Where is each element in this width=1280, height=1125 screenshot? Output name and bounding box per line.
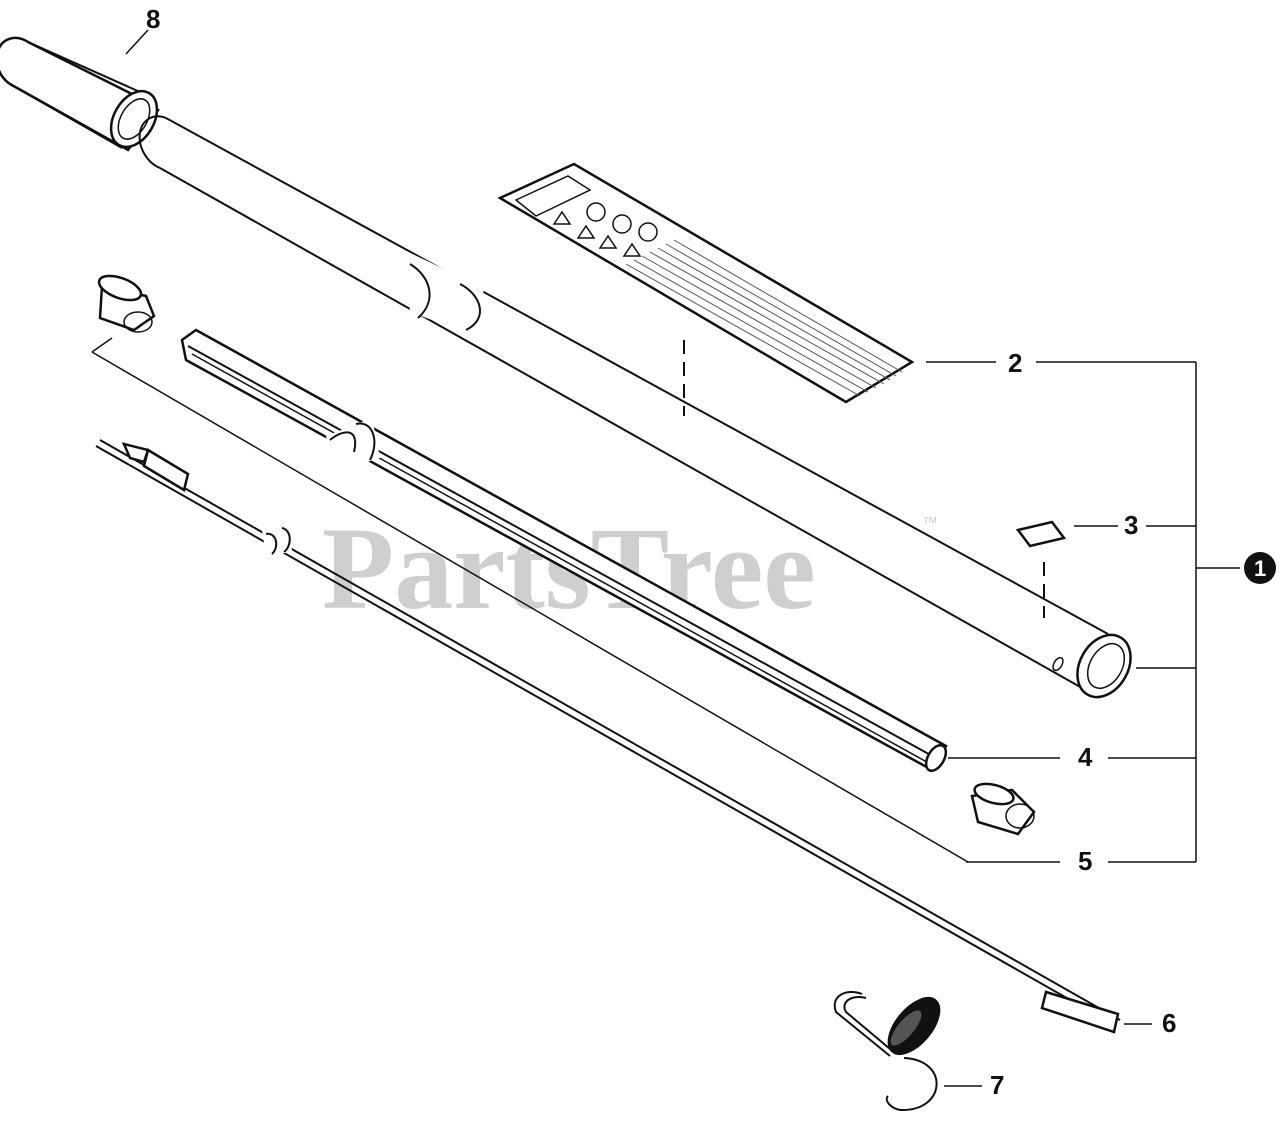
callout-4: 4 [1078, 742, 1093, 772]
watermark-trademark: ™ [922, 515, 938, 532]
part-6-drive-shaft [95, 439, 1121, 1034]
part-7-hanger-hook [833, 991, 941, 1112]
watermark: PartsTree ™ [322, 503, 938, 634]
leader-8 [125, 29, 149, 55]
callout-3: 3 [1124, 510, 1138, 540]
leader-5-top [91, 337, 113, 353]
callout-7: 7 [990, 1070, 1004, 1100]
callout-2: 2 [1008, 348, 1022, 378]
callout-8: 8 [146, 4, 160, 34]
part-3-plate [1015, 520, 1067, 548]
part-5-bushing-bottom [970, 782, 1036, 836]
callout-5: 5 [1078, 846, 1092, 876]
part-main-tube [138, 115, 1132, 699]
part-2-label-decal [497, 162, 915, 404]
assembly-callout-circle [1244, 552, 1276, 584]
leader-5-long [91, 351, 969, 863]
callout-6: 6 [1162, 1008, 1176, 1038]
callout-1: 1 [1254, 556, 1266, 581]
part-4-liner [180, 328, 948, 773]
assembly-bracket [1136, 362, 1240, 862]
part-5-bushing-top [97, 274, 156, 333]
part-8-grip [0, 36, 160, 152]
